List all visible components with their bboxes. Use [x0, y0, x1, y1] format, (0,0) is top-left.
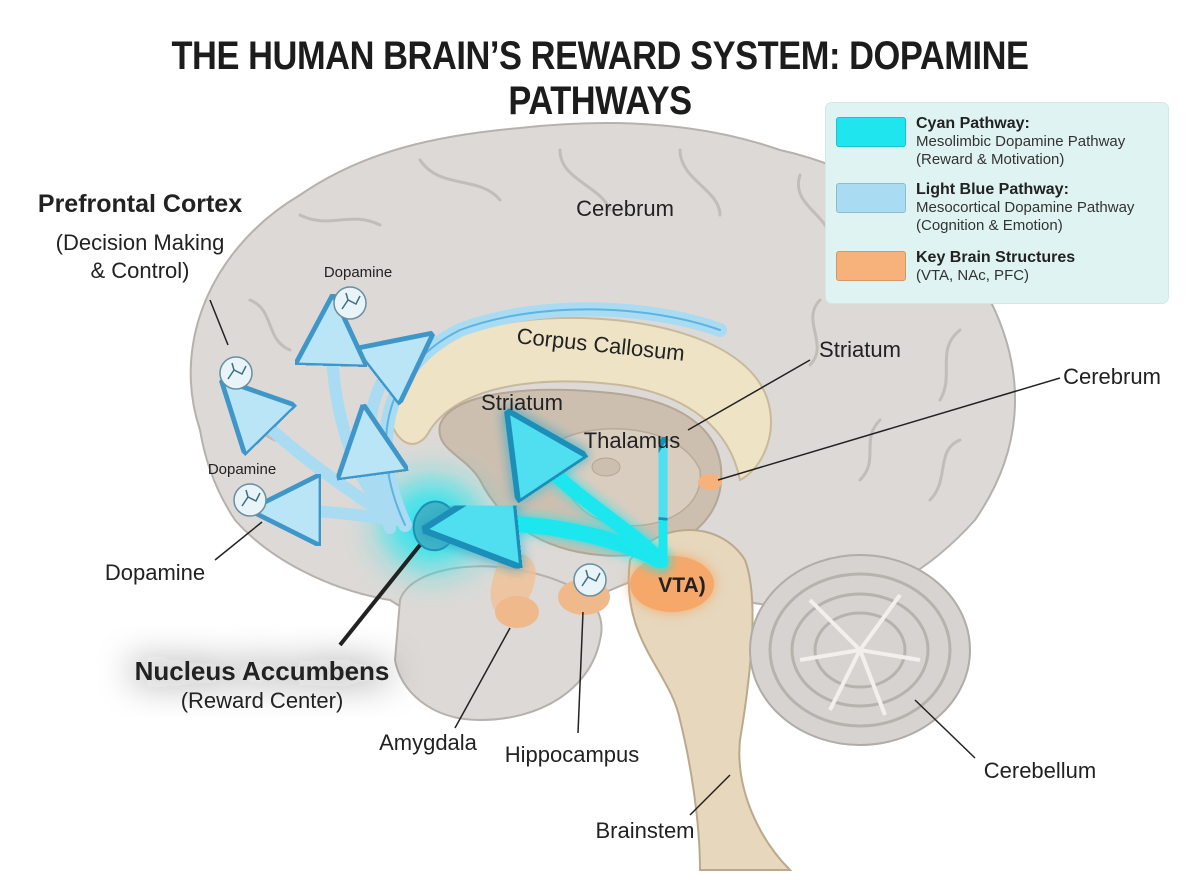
cerebellum-label: Cerebellum [984, 758, 1097, 783]
dopamine-lower-label: Dopamine [105, 560, 205, 585]
striatum-outer-label: Striatum [819, 337, 901, 362]
nucleus-accumbens-label: Nucleus Accumbens [135, 656, 390, 686]
dopamine-molecule-icon [573, 563, 607, 597]
legend-box: Cyan Pathway: Mesolimbic Dopamine Pathwa… [826, 103, 1168, 303]
mesocortical-pathways [246, 309, 727, 528]
thalamus-nucleus [591, 457, 621, 477]
cerebrum-right-label: Cerebrum [1063, 364, 1161, 389]
striatum-inner-label: Striatum [481, 390, 563, 415]
legend-swatch-light-blue [836, 183, 906, 213]
prefrontal-cortex-sub1: (Decision Making [56, 230, 225, 255]
arbor-vitae [799, 593, 921, 716]
legend-heading: Key Brain Structures [916, 249, 1076, 266]
legend-line1: Mesocortical Dopamine Pathway [916, 199, 1135, 216]
leader-lines [209, 299, 1061, 816]
brainstem-label: Brainstem [595, 818, 694, 843]
dopamine-molecule-icon [219, 356, 253, 390]
legend-line1: Mesolimbic Dopamine Pathway [916, 133, 1126, 150]
brainstem-shape [627, 529, 793, 871]
prefrontal-cortex-label: Prefrontal Cortex [38, 190, 242, 218]
nucleus-accumbens-glow-text: Nucleus Accumbens [135, 656, 390, 686]
legend-swatch-orange [836, 251, 906, 281]
legend-line1: (VTA, NAc, PFC) [916, 267, 1030, 284]
legend-line2: (Cognition & Emotion) [916, 217, 1063, 234]
mesolimbic-pathways [470, 445, 665, 560]
nucleus-accumbens-structure [412, 500, 457, 552]
dopamine-molecule-icon [333, 286, 367, 320]
dopamine-upper-label: Dopamine [324, 264, 392, 281]
legend-line2: (Reward & Motivation) [916, 151, 1065, 168]
nucleus-accumbens-sub: (Reward Center) [181, 688, 344, 713]
prefrontal-cortex-sub2: & Control) [90, 258, 189, 283]
legend-heading: Cyan Pathway: [916, 115, 1030, 132]
vta-structure [630, 556, 714, 612]
amygdala-label: Amygdala [379, 730, 478, 755]
corpus-callosum-shape [388, 316, 772, 482]
amygdala-structure [495, 596, 539, 628]
cerebellum-folia [768, 572, 952, 728]
dopamine-middle-label: Dopamine [208, 461, 276, 478]
dopamine-molecule-icon [233, 483, 267, 517]
mesolimbic-vta-to-striatum [530, 445, 667, 567]
legend-swatch-cyan [836, 117, 906, 147]
cerebrum-top-label: Cerebrum [576, 196, 674, 221]
vta-label: VTA) [658, 574, 705, 597]
legend-heading: Light Blue Pathway: [916, 181, 1069, 198]
structure-marker [698, 474, 722, 490]
thalamus-label: Thalamus [584, 428, 681, 453]
hippocampus-label: Hippocampus [505, 742, 640, 767]
page-title: THE HUMAN BRAIN’S REWARD SYSTEM: DOPAMIN… [171, 34, 1029, 123]
mesolimbic-vta-to-nac [470, 524, 668, 560]
mesolimbic-vta-to-thalamus [661, 478, 665, 567]
